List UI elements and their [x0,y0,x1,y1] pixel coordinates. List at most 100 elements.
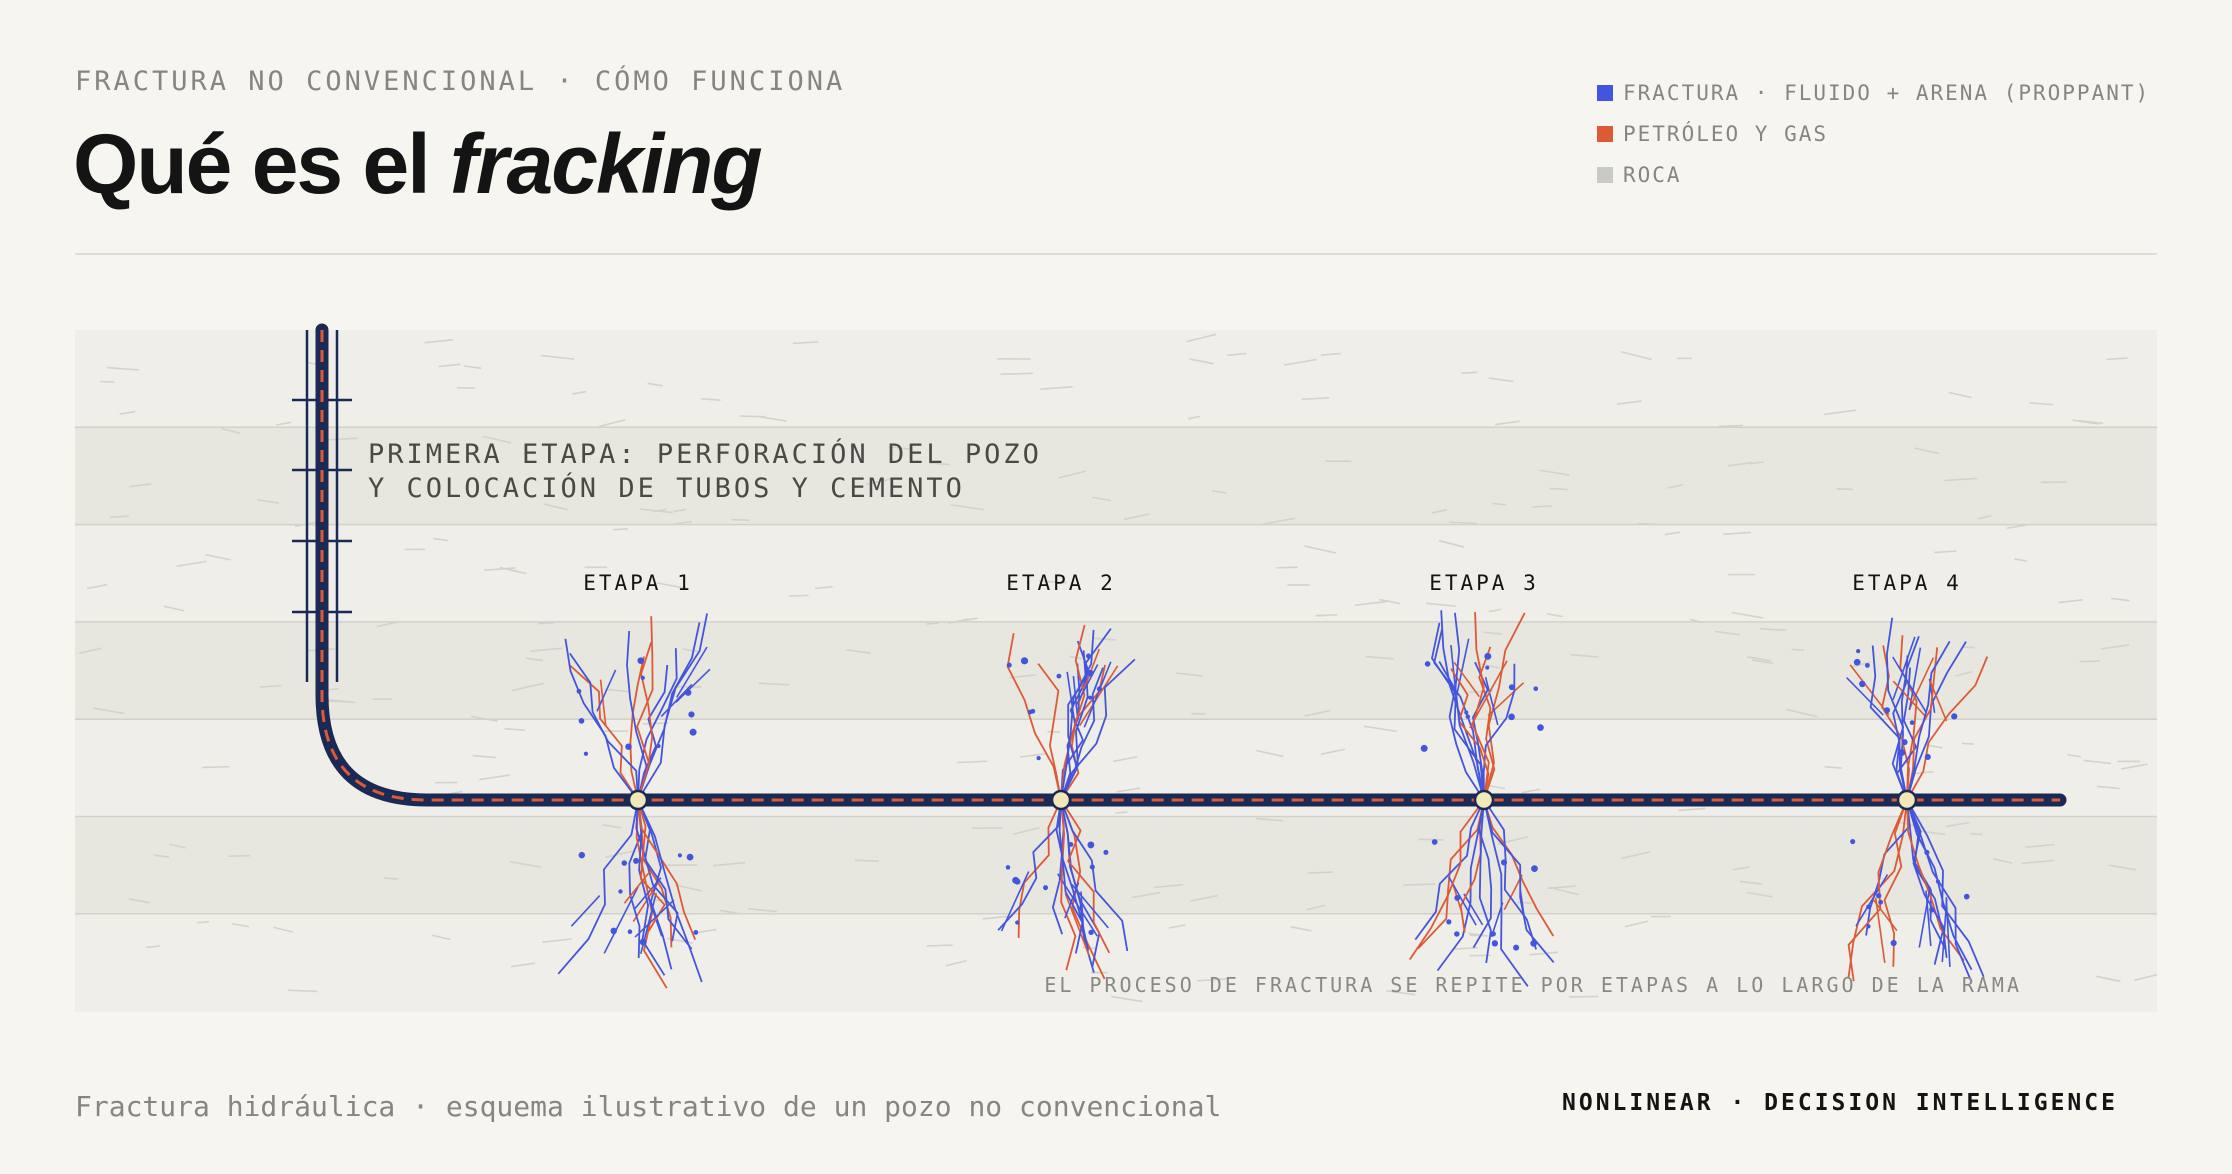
rock-texture-mark [196,920,210,924]
fracture-branch [1448,876,1477,926]
rock-texture-mark [1978,514,1992,520]
rock-texture-mark [1616,400,1642,405]
rock-texture-mark [955,618,970,623]
rock-texture-mark [1752,659,1774,665]
proppant-grain [578,718,585,724]
fracture-branch [1455,638,1470,696]
oil-gas-path [1883,799,1908,967]
rock-texture-mark [1153,883,1184,889]
rock-texture-mark [1785,708,1818,718]
rock-texture-mark [1115,811,1128,814]
proppant-grain [684,689,692,696]
proppant-grain [1089,864,1095,870]
rock-texture-mark [888,446,910,450]
rock-texture-mark [1047,730,1061,733]
fracture-path [1906,799,1985,978]
rock-texture-mark [1961,742,1975,746]
proppant-grain [1087,669,1094,677]
rock-texture-mark [2100,644,2130,650]
fracture-path [1438,660,1485,801]
fracture-branch [1484,677,1499,726]
stage-fracture-4 [1846,617,1989,982]
stage-label-4: ETAPA 4 [1852,571,1962,595]
fracture-branch [676,646,708,698]
rock-texture-mark [670,520,693,526]
rock-texture-mark [759,415,787,422]
oil-gas-path [568,663,639,801]
fracture-branch [675,668,711,703]
rock-texture-mark [1320,352,1341,356]
proppant-grain [1901,739,1908,746]
proppant-grain [1043,885,1049,891]
rock-texture-mark [1715,630,1741,636]
rock-texture-mark [232,923,250,928]
rock-texture-mark [854,859,880,862]
oil-gas-path [1899,635,1918,801]
perforation-point-1 [627,789,649,811]
rock-texture-mark [1718,424,1744,428]
rock-texture-mark [758,682,790,686]
rock-layer [75,621,2157,720]
fracture-path [1906,799,1972,981]
oil-gas-path [1017,799,1062,938]
rock-texture-mark [287,989,318,993]
proppant-grain [1030,708,1036,714]
rock-texture-mark [259,684,282,688]
fracture-path [1060,629,1095,801]
rock-texture-mark [1262,517,1296,525]
proppant-grain [1866,924,1871,929]
fracture-path [637,799,703,983]
oil-gas-path [1483,799,1555,937]
rock-texture-mark [2095,975,2121,983]
rock-texture-mark [509,860,541,868]
rock-texture-mark [2108,864,2137,871]
proppant-grain [1096,686,1103,692]
rock-texture-mark [540,354,575,360]
rock-texture-mark [202,765,230,769]
rock-texture-mark [926,944,953,947]
rock-texture-mark [376,620,399,628]
rock-texture-mark [1747,655,1772,662]
fracture-branch [1918,886,1931,948]
proppant-grain [578,851,586,859]
footer-brand: NONLINEAR · DECISION INTELLIGENCE [1562,1090,2118,1116]
rock-texture-mark [1722,531,1751,536]
fracture-branch [1072,676,1079,718]
rock-texture-mark [1363,725,1397,733]
fracture-path [1060,799,1129,952]
process-note: EL PROCESO DE FRACTURA SE REPITE POR ETA… [1044,973,2022,997]
proppant-grain [618,889,623,894]
rock-texture-mark [107,366,139,371]
rock-texture-mark [1948,391,1972,399]
legend-swatch-rock [1597,166,1613,183]
rock-texture-mark [846,649,871,655]
proppant-grain [1088,929,1094,936]
rock-texture-mark [1955,671,1973,677]
fracture-path [1414,799,1485,941]
rock-texture-mark [599,419,626,428]
rock-texture-mark [712,861,745,867]
rock-texture-mark [1620,851,1650,860]
proppant-grain [1465,714,1471,719]
legend-item-fracture: FRACTURA · FLUIDO + ARENA (PROPPANT) [1597,72,2150,113]
proppant-grain [1087,841,1095,849]
rock-texture-mark [1791,648,1805,651]
fracture-path [1431,622,1485,801]
rock-texture-mark [1132,891,1161,899]
proppant-grain [1020,657,1029,665]
rock-texture-mark [2133,973,2157,982]
proppant-grain [627,929,633,935]
rock-texture-mark [1914,447,1940,455]
fracture-branch [634,899,675,938]
proppant-grain [1884,707,1890,714]
rock-texture-mark [956,760,988,764]
rock-texture-mark [602,824,622,829]
legend-label-rock: ROCA [1623,162,1682,187]
rock-texture-mark [1188,415,1201,420]
proppant-grain [1890,939,1897,947]
rock-texture-mark [1739,880,1762,885]
proppant-grain [1036,756,1041,761]
fracture-branch [1000,871,1030,932]
proppant-grain [1446,919,1452,925]
proppant-grain [1454,931,1460,937]
